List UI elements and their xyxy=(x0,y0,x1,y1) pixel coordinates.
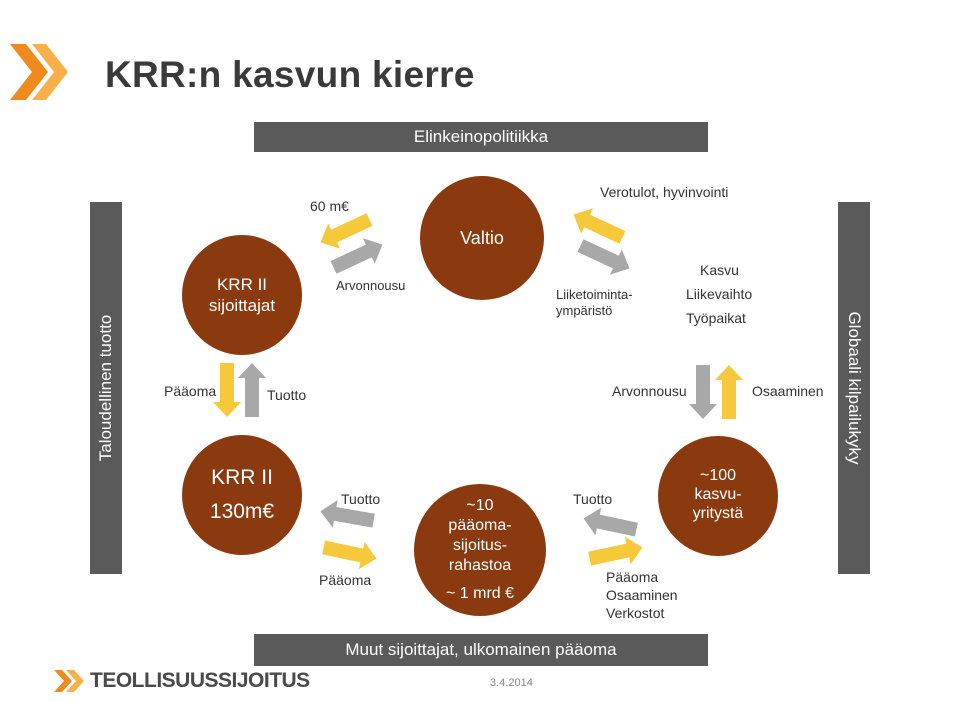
companies-line-1: ~100 xyxy=(699,467,737,484)
arrow-gray-arvonnousu-down xyxy=(689,365,717,419)
label-arvonnousu-left: Arvonnousu xyxy=(336,278,406,293)
label-paaoma-list: Pääoma Osaaminen Verkostot xyxy=(606,568,678,622)
liiketoiminta-line-1: Liiketoiminta- xyxy=(556,287,633,302)
label-osaaminen: Osaaminen xyxy=(752,383,824,399)
circle-valtio: Valtio xyxy=(420,176,544,300)
arrow-yellow-paaoma-down xyxy=(213,363,241,417)
label-verotulot: Verotulot, hyvinvointi xyxy=(600,184,729,200)
top-bar: Elinkeinopolitiikka xyxy=(254,122,708,152)
paaoma-list-line-1: Pääoma xyxy=(606,569,659,585)
logo-chevron-icon xyxy=(10,44,68,100)
circle-investors: KRR II sijoittajat xyxy=(182,235,302,355)
kasvu-line-3: Työpaikat xyxy=(686,310,746,326)
footer-logo: TEOLLISUUSSIJOITUS xyxy=(52,667,310,695)
circle-funds: ~10 pääoma- sijoitus- rahastoa ~ 1 mrd € xyxy=(414,484,546,616)
circle-krr: KRR II 130m€ xyxy=(182,435,302,555)
arrow-yellow-osaaminen-up xyxy=(715,365,743,419)
label-tuotto-mid-right: Tuotto xyxy=(573,491,613,507)
arrow-gray-tuotto-right xyxy=(580,504,640,544)
arrow-yellow-verotulot xyxy=(567,201,629,251)
circle-companies: ~100 kasvu- yritystä xyxy=(658,436,778,556)
label-arvonnousu-right: Arvonnousu xyxy=(612,383,687,399)
paaoma-list-line-3: Verkostot xyxy=(606,605,665,621)
valtio-label: Valtio xyxy=(460,228,504,248)
label-60m: 60 m€ xyxy=(310,198,349,214)
arrow-yellow-paaoma-right xyxy=(320,533,380,573)
label-paaoma-left: Pääoma xyxy=(164,383,217,399)
companies-line-3: yritystä xyxy=(692,505,744,522)
funds-line-3: sijoitus- xyxy=(452,537,508,554)
label-paaoma-mid-left: Pääoma xyxy=(319,572,372,588)
left-bar: Taloudellinen tuotto xyxy=(90,202,122,574)
label-tuotto-mid-left: Tuotto xyxy=(341,491,381,507)
arrow-yellow-paaoma-osaaminen xyxy=(586,533,646,573)
arrow-gray-tuotto-up xyxy=(238,363,266,417)
label-liiketoiminta: Liiketoiminta- ympäristö xyxy=(556,287,633,320)
funds-line-5: ~ 1 mrd € xyxy=(445,585,515,602)
label-tuotto-left: Tuotto xyxy=(267,387,307,403)
right-bar: Globaali kilpailukyky xyxy=(838,202,870,574)
footer-chevron-icon xyxy=(54,670,84,692)
investors-line-2: sijoittajat xyxy=(208,296,276,315)
funds-line-1: ~10 xyxy=(466,497,494,514)
kasvu-line-2: Liikevaihto xyxy=(686,286,753,302)
footer-logo-text: TEOLLISUUSSIJOITUS xyxy=(90,669,310,692)
investors-line-1: KRR II xyxy=(216,275,268,294)
bottom-bar: Muut sijoittajat, ulkomainen pääoma xyxy=(254,634,708,666)
krr-line-1: KRR II xyxy=(211,466,273,489)
companies-line-2: kasvu- xyxy=(694,486,742,503)
paaoma-list-line-2: Osaaminen xyxy=(606,587,678,603)
footer-date: 3.4.2014 xyxy=(490,677,533,689)
label-kasvu: Kasvu Liikevaihto Työpaikat xyxy=(686,258,752,330)
kasvu-line-1: Kasvu xyxy=(700,262,739,278)
funds-line-4: rahastoa xyxy=(448,557,512,574)
page-title: KRR:n kasvun kierre xyxy=(105,54,475,95)
krr-line-2: 130m€ xyxy=(209,500,275,523)
arrow-gray-liiketoiminta xyxy=(574,232,636,282)
funds-line-2: pääoma- xyxy=(448,517,512,534)
liiketoiminta-line-2: ympäristö xyxy=(556,303,613,319)
